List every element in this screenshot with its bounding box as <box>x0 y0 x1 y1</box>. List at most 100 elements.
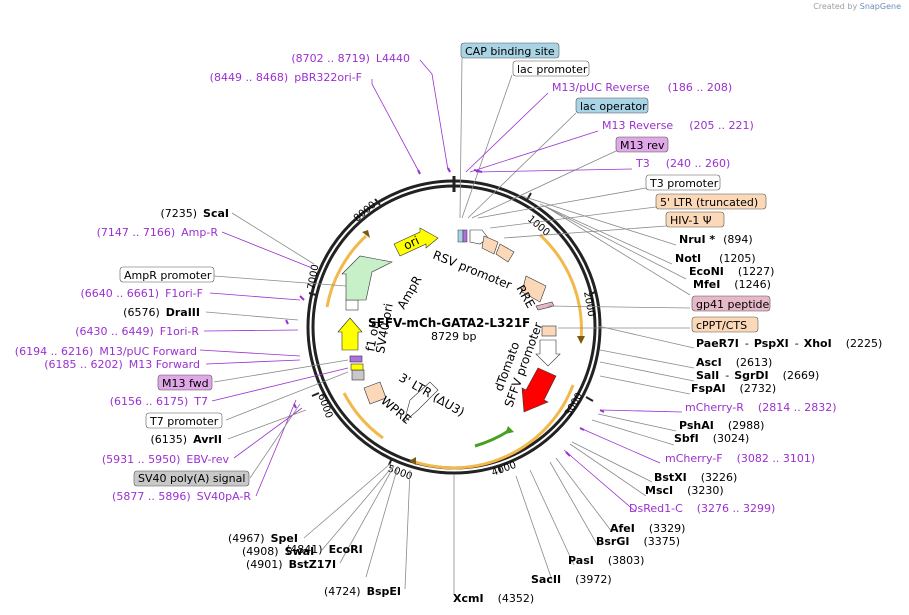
psi-box <box>495 243 515 263</box>
label-t3: T3(240 .. 260) <box>635 157 730 170</box>
box-ltr5 <box>655 193 767 210</box>
sv40ori-box <box>345 299 359 311</box>
box-m13rev <box>615 136 669 153</box>
arc-bottom <box>411 384 575 470</box>
arc-right-head <box>577 336 585 344</box>
label-gp41: gp41 peptide <box>696 298 770 311</box>
ori-label: ori <box>401 233 421 252</box>
label-m13rev: M13 rev <box>620 139 665 152</box>
label-noti: NotI(1205) <box>675 252 756 265</box>
minor-ticks <box>308 192 597 474</box>
box-t7prom <box>145 412 223 429</box>
box-m13fwd <box>157 374 213 391</box>
box-gp41 <box>691 295 771 312</box>
cppt-box <box>541 325 557 337</box>
wpre-arrow <box>403 381 439 423</box>
box-amprprom <box>119 266 215 283</box>
credit-prefix: Created by <box>813 2 860 11</box>
label-afei: AfeI(3329) <box>610 522 685 535</box>
label-econi: EcoNI(1227) <box>689 265 774 278</box>
label-pasi: PasI(3803) <box>568 554 644 567</box>
label-xhoi: PaeR7I-PspXI-XhoI(2225) <box>696 337 882 350</box>
lacop-box <box>462 229 468 243</box>
t7-box <box>350 363 364 371</box>
label-pshai: PshAI(2988) <box>679 419 764 432</box>
rre-box <box>521 275 547 303</box>
m13fwd-box <box>349 355 363 363</box>
label-m13fwd: M13 fwd <box>162 377 209 390</box>
arc-left-top <box>325 234 368 308</box>
tick-3000: 3000 <box>563 391 585 419</box>
label-mcherry-f: mCherry-F(3082 .. 3101) <box>665 452 815 465</box>
arc-left-top-head <box>362 230 370 238</box>
label-amprprom: AmpR promoter <box>124 269 212 282</box>
label-f1ori-f: (6640 .. 6661)F1ori-F <box>81 287 204 300</box>
label-m13puc-rev: M13/pUC Reverse(186 .. 208) <box>552 81 732 94</box>
label-fspai: FspAI(2732) <box>691 382 776 395</box>
label-ltr5: 5' LTR (truncated) <box>660 196 758 209</box>
ltr5-box <box>481 235 499 255</box>
label-lacprom: lac promoter <box>517 63 588 76</box>
ampr-label: AmpR <box>394 273 424 311</box>
label-bspei: (4724)BspEI <box>324 585 401 598</box>
credit-brand: SnapGene <box>859 2 901 11</box>
arc-left-bottom <box>342 392 384 440</box>
label-sv40pa: SV40 poly(A) signal <box>138 472 245 485</box>
ampr-arrow <box>341 255 393 301</box>
label-m13-reverse: M13 Reverse(205 .. 221) <box>602 119 754 132</box>
box-t3prom <box>645 174 721 191</box>
label-pbr322ori: (8449 .. 8468)pBR322ori-F <box>210 71 362 84</box>
label-lacop: lac operator <box>580 100 647 113</box>
label-dsred: DsRed1-C(3276 .. 3299) <box>629 502 775 515</box>
label-t7prom: T7 promoter <box>149 415 219 428</box>
label-draiii: (6576)DraIII <box>123 306 200 319</box>
label-sacii: SacII(3972) <box>531 573 612 586</box>
label-sv40pa-r: (5877 .. 5896)SV40pA-R <box>112 490 251 503</box>
green-arc <box>474 428 511 448</box>
ori-arrow <box>393 227 439 257</box>
sffv-arrow <box>535 339 561 367</box>
cap-box <box>457 229 464 243</box>
label-bsrgi: BsrGI(3375) <box>596 535 680 548</box>
snapgene-credit: Created by SnapGene <box>813 2 901 11</box>
f1ori-arrow <box>337 317 363 351</box>
label-scai: (7235)ScaI <box>160 207 229 220</box>
label-xcmi: XcmI(4352) <box>453 592 534 605</box>
plasmid-name: SFFV-mCh-GATA2-L321F <box>368 316 530 330</box>
tick-2000: 2000 <box>581 291 596 318</box>
label-amp-r: (7147 .. 7166)Amp-R <box>97 226 219 239</box>
arc-bottom-head <box>409 457 416 465</box>
label-mcherry-r: mCherry-R(2814 .. 2832) <box>685 401 836 414</box>
box-cap <box>460 42 560 59</box>
ltr3-box <box>363 381 387 405</box>
label-cap: CAP binding site <box>465 45 555 58</box>
box-hiv <box>665 211 725 228</box>
box-lacop <box>575 97 649 114</box>
box-cppt <box>691 316 759 333</box>
label-ebv-rev: (5931 .. 5950)EBV-rev <box>102 453 230 466</box>
label-spei: (4967)SpeI <box>228 532 298 545</box>
leader-lines <box>199 57 695 594</box>
label-sali: SalI-SgrDI(2669) <box>696 369 819 382</box>
label-bstz17i: (4901)BstZ17I <box>246 558 336 571</box>
f1ori-label: f1 ori <box>363 319 382 352</box>
sv40pa-box <box>351 369 365 381</box>
label-cppt: cPPT/CTS <box>696 319 747 332</box>
label-ecori: (4841)EcoRI <box>286 543 363 556</box>
label-mfei: MfeI(1246) <box>693 278 771 291</box>
arc-right <box>538 233 583 341</box>
label-swai: (4908)SwaI <box>242 545 314 558</box>
label-msci: MscI(3230) <box>645 484 724 497</box>
box-lacprom <box>512 60 590 77</box>
label-l4440: (8702 .. 8719)L4440 <box>291 52 410 65</box>
label-t3prom: T3 promoter <box>649 177 719 190</box>
label-asci: AscI(2613) <box>696 356 772 369</box>
label-hiv: HIV-1 Ψ <box>670 214 712 227</box>
inner-features <box>337 227 561 423</box>
primer-marks <box>285 167 605 457</box>
box-sv40pa <box>133 470 250 487</box>
green-arc-head <box>505 426 514 434</box>
plasmid-length: 8729 bp <box>431 330 476 343</box>
label-bstxi: BstXI(3226) <box>654 471 737 484</box>
